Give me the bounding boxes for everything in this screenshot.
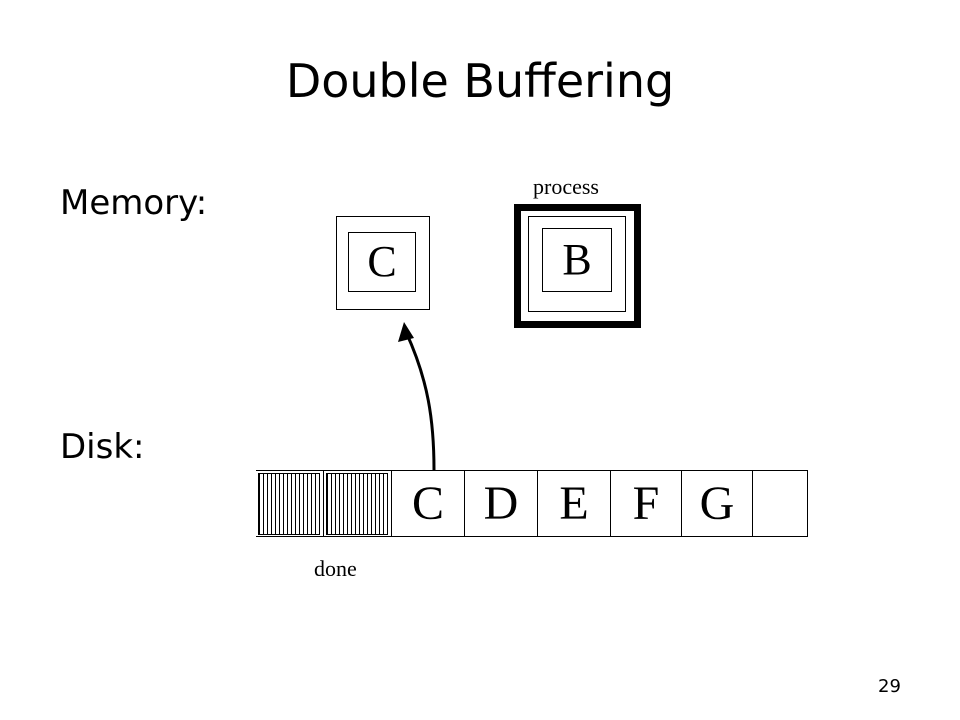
disk-strip-end	[807, 470, 808, 537]
disk-block-separator	[464, 470, 465, 537]
done-label: done	[314, 556, 357, 581]
disk-block-separator	[323, 470, 324, 537]
page-title: Double Buffering	[285, 54, 675, 108]
disk-block-separator	[391, 470, 392, 537]
memory-buffer-c-frame	[336, 216, 430, 310]
disk-block-separator	[610, 470, 611, 537]
memory-label: Memory:	[60, 183, 208, 223]
disk-block-f: F	[632, 476, 660, 530]
disk-block-separator	[537, 470, 538, 537]
page-number: 29	[878, 676, 901, 697]
disk-block-c: C	[411, 476, 444, 530]
memory-buffer-b: B	[542, 228, 612, 292]
disk-block-separator	[752, 470, 753, 537]
disk-block-separator	[681, 470, 682, 537]
done-block-2	[326, 473, 388, 535]
read-arrow-path	[404, 331, 436, 471]
read-arrow-head	[398, 322, 414, 342]
done-block-1	[258, 473, 320, 535]
disk-strip: C D E F G	[256, 470, 808, 537]
disk-block-d: D	[483, 476, 519, 530]
disk-bottom-edge	[256, 536, 808, 537]
disk-top-edge	[256, 470, 808, 471]
disk-block-g: G	[699, 476, 735, 530]
disk-block-e: E	[559, 476, 589, 530]
memory-buffer-b-frame	[528, 216, 626, 312]
disk-label: Disk:	[60, 427, 145, 467]
disk-block-empty	[753, 470, 808, 537]
process-label: process	[533, 174, 599, 199]
memory-buffer-c: C	[348, 232, 416, 292]
